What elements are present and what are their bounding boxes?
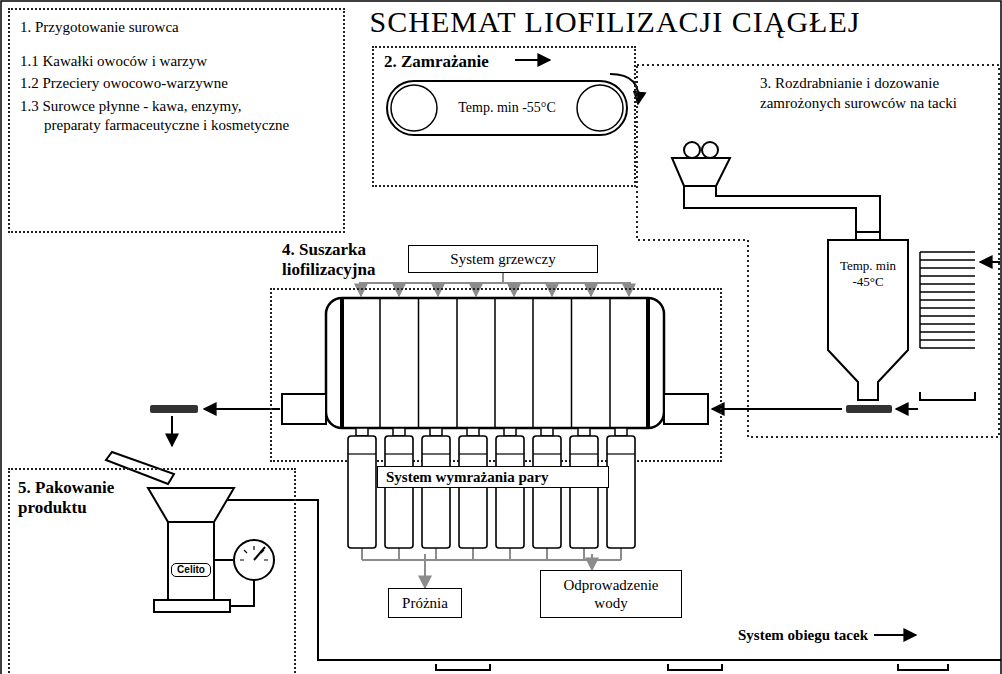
node-outline xyxy=(636,64,1000,438)
grinder-funnel xyxy=(672,158,730,186)
condenser-band xyxy=(385,453,413,454)
flow-arrow xyxy=(896,408,918,410)
direction-arrow xyxy=(515,59,550,61)
condenser xyxy=(607,436,635,548)
node-text: System wymrażania pary xyxy=(377,466,609,488)
flow-arrow xyxy=(171,416,173,446)
grinder-roller xyxy=(684,142,700,158)
conveyor-pulley xyxy=(391,85,437,131)
dryer-end xyxy=(342,298,648,428)
stage-box: 1. Przygotowanie surowca 1.1 Kawałki owoc… xyxy=(8,8,345,233)
condenser-bank: System wymrażania pary xyxy=(342,436,644,554)
product-slab xyxy=(150,405,198,413)
dryer-lock xyxy=(282,394,326,424)
dryer-section xyxy=(380,298,610,428)
node-text: 1.2 Przeciery owocowo-warzywne xyxy=(20,74,275,94)
node-text: Temp. min -55°C xyxy=(458,100,556,116)
stage-outline xyxy=(637,65,999,437)
condenser-band xyxy=(422,453,450,454)
node-text: 3. Rozdrabnianie i dozowanie zamrożonych… xyxy=(760,74,986,113)
node-text: 1. Przygotowanie surowca xyxy=(20,18,333,38)
node-text: System grzewczy xyxy=(450,250,555,268)
freezing-conveyor: Temp. min -55°C xyxy=(386,80,628,136)
node-text: Próżnia xyxy=(402,594,448,612)
condenser-band xyxy=(533,453,561,454)
node-text: Odprowadzenie wody xyxy=(559,576,663,612)
gauge-ticks xyxy=(240,546,268,560)
flow-arrow xyxy=(712,408,842,410)
condenser xyxy=(533,436,561,548)
packing-machine xyxy=(168,522,214,600)
grinder-roller xyxy=(702,142,718,158)
brand-label: Celito xyxy=(171,563,211,577)
condenser-band xyxy=(570,453,598,454)
flow-connector xyxy=(591,554,593,570)
heating-line xyxy=(359,273,631,283)
packing-hopper xyxy=(148,488,234,522)
flow-arrow xyxy=(204,408,280,410)
process-box: Odprowadzenie wody xyxy=(540,570,682,618)
stage-box: 5. Pakowanie produktu xyxy=(8,468,296,674)
node-text: 5. Pakowanie produktu xyxy=(18,478,138,519)
condenser-neck xyxy=(356,428,627,436)
manifold-line xyxy=(362,548,621,560)
machine-base xyxy=(154,600,230,612)
tray-stack xyxy=(920,252,975,348)
tray-arrow xyxy=(980,261,1000,263)
condenser xyxy=(570,436,598,548)
diagram-title: SCHEMAT LIOFILIZACJI CIĄGŁEJ xyxy=(370,4,861,40)
condenser xyxy=(459,436,487,548)
node-text: 1.3 Surowce płynne - kawa, enzymy, prepa… xyxy=(20,97,299,136)
condenser-band xyxy=(459,453,487,454)
conveyor-belt xyxy=(387,81,627,135)
node-outline xyxy=(826,232,910,400)
dryer-lock xyxy=(664,394,708,424)
direction-arrow xyxy=(874,634,916,636)
condenser-band xyxy=(496,453,524,454)
node-text: 2. Zamrażanie xyxy=(384,52,624,72)
condenser-band xyxy=(607,453,635,454)
silo-body xyxy=(828,240,908,400)
condenser xyxy=(385,436,413,548)
dryer-chamber xyxy=(326,298,664,428)
process-box: System grzewczy xyxy=(408,245,598,273)
stage-box: 3. Rozdrabnianie i dozowanie zamrożonych… xyxy=(636,64,1000,438)
system-label: System obiegu tacek xyxy=(738,626,868,644)
node-text: 1.1 Kawałki owoców i warzyw xyxy=(20,52,275,72)
gauge-needle xyxy=(254,547,265,560)
condenser xyxy=(496,436,524,548)
flow-connector xyxy=(424,554,426,588)
silo-inlet xyxy=(856,232,880,240)
stage-box: 2. ZamrażanieTemp. min -55°C xyxy=(372,46,636,187)
feed-pipe xyxy=(684,186,856,232)
node-text: 4. Suszarka liofilizacyjna xyxy=(282,240,422,281)
stage-box: 4. Suszarka liofilizacyjna xyxy=(270,288,722,462)
product-slab xyxy=(846,405,892,413)
feed-pipe xyxy=(716,186,880,232)
node-text: Temp. min -45°C xyxy=(834,258,902,291)
node-outline xyxy=(342,436,644,554)
scale-gauge xyxy=(234,540,274,580)
process-box: Próżnia xyxy=(388,588,462,618)
condenser xyxy=(348,436,376,548)
condenser-band xyxy=(348,453,376,454)
conveyor-pulley xyxy=(577,85,623,131)
tray xyxy=(920,392,975,400)
tray xyxy=(436,664,948,670)
condenser xyxy=(422,436,450,548)
hopper-silo: Temp. min -45°C xyxy=(826,232,910,400)
